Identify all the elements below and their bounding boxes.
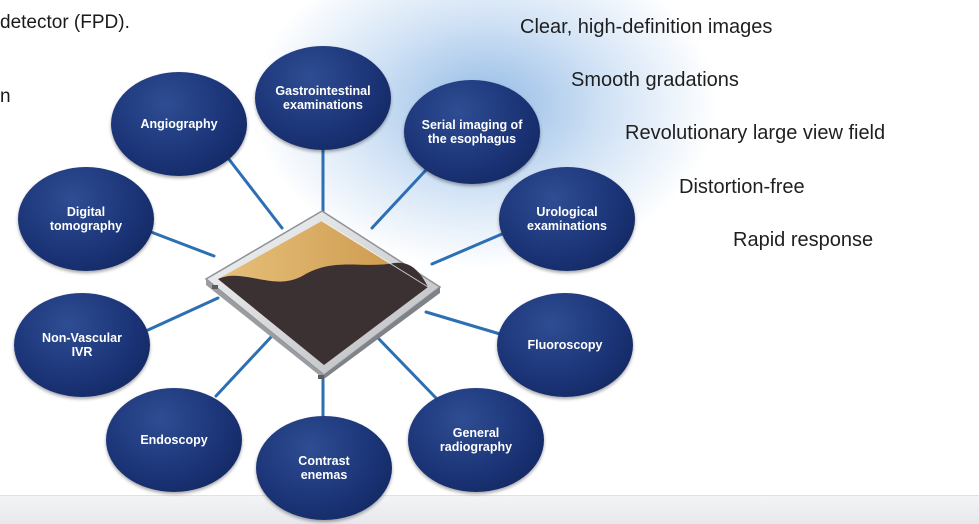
bubble-esophagus: Serial imaging of the esophagus <box>404 80 540 184</box>
bubble-label-line: IVR <box>71 345 93 359</box>
bubble-angiography: Angiography <box>111 72 247 176</box>
connector-esophagus <box>370 168 428 230</box>
bubble-label-line: General <box>452 426 500 440</box>
connector-urological <box>430 232 504 266</box>
bubble-fluoroscopy: Fluoroscopy <box>497 293 633 397</box>
bubble-label-line: examinations <box>283 98 363 112</box>
bubble-label-line: tomography <box>49 219 123 233</box>
intro-text-line-1: detector (FPD). <box>0 12 130 33</box>
footer-band <box>0 495 979 524</box>
bubble-tomography: Digital tomography <box>18 167 154 271</box>
connector-nonvascular <box>146 296 220 332</box>
detector-foot <box>212 285 218 289</box>
bubble-label-line: Non-Vascular <box>42 331 122 345</box>
intro-text-line-2: n <box>0 86 11 107</box>
bubble-contrast-enemas: Contrast enemas <box>256 416 392 520</box>
bubble-label-line: the esophagus <box>427 132 517 146</box>
bubble-label-line: Angiography <box>140 117 218 131</box>
bubble-label-line: Urological <box>536 205 598 219</box>
feature-large-view-field: Revolutionary large view field <box>625 122 886 144</box>
bubble-label-line: Serial imaging of <box>421 118 523 132</box>
detector-side <box>206 279 324 379</box>
detector-foot <box>318 375 324 379</box>
connector-angiography <box>226 156 284 230</box>
bubble-label-line: Fluoroscopy <box>527 338 603 352</box>
detector-highlight <box>321 220 429 288</box>
bubble-general-radiography: General radiography <box>408 388 544 492</box>
bubble-label-line: Gastrointestinal <box>275 84 371 98</box>
bubble-label-line: Endoscopy <box>140 433 208 447</box>
bubble-label-line: Contrast <box>298 454 350 468</box>
feature-high-definition: Clear, high-definition images <box>520 16 773 38</box>
bubble-label-line: examinations <box>527 219 607 233</box>
feature-smooth-gradations: Smooth gradations <box>571 69 739 91</box>
connector-endoscopy <box>214 334 274 398</box>
bubble-endoscopy: Endoscopy <box>106 388 242 492</box>
connector-general-radiography <box>376 336 438 400</box>
detector-screen-dark <box>218 262 428 365</box>
bubble-label-line: radiography <box>439 440 513 454</box>
connector-fluoroscopy <box>424 310 502 336</box>
feature-rapid-response: Rapid response <box>733 229 874 251</box>
bubble-label-line: enemas <box>300 468 348 482</box>
feature-distortion-free: Distortion-free <box>679 176 805 198</box>
connector-tomography <box>149 230 216 258</box>
flat-panel-detector <box>204 210 442 379</box>
detector-side-right <box>324 287 440 379</box>
bubble-nonvascular-ivr: Non-Vascular IVR <box>14 293 150 397</box>
bubble-urological: Urological examinations <box>499 167 635 271</box>
bubble-label-line: Digital <box>66 205 106 219</box>
bubble-gastrointestinal: Gastrointestinal examinations <box>255 46 391 150</box>
